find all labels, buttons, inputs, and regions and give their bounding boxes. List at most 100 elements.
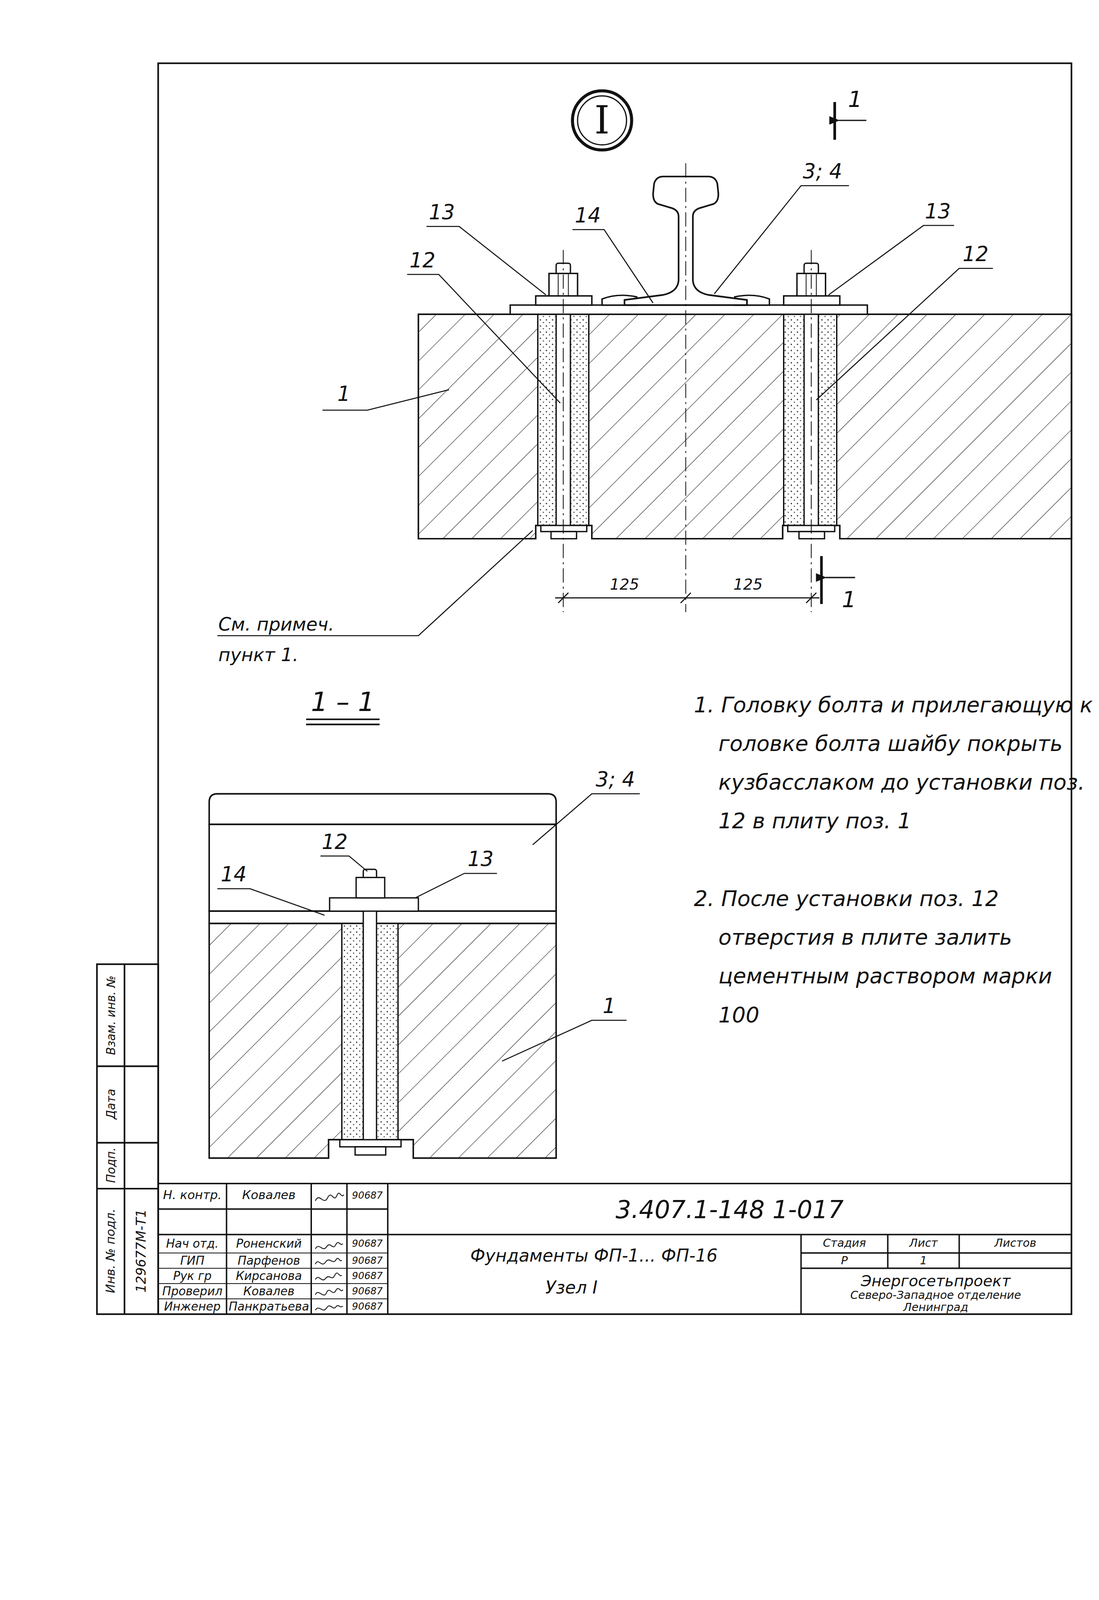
- callout-number: 14: [220, 863, 247, 886]
- title-block-cell: 90687: [351, 1238, 383, 1250]
- anchor-bolt: [799, 531, 825, 539]
- signature: [315, 1242, 343, 1249]
- title-block-grid: [158, 1283, 388, 1285]
- leader-line: [502, 1020, 627, 1062]
- rail-fastening: [510, 305, 868, 315]
- callout-number: 1: [337, 382, 351, 405]
- section-mark: [825, 576, 856, 579]
- title-block-cell: 90687: [351, 1285, 383, 1297]
- rail-fastening: [783, 295, 841, 305]
- anchor-bolt: [329, 869, 419, 1156]
- callout-number: 13: [924, 200, 951, 223]
- callout-number: 3; 4: [595, 768, 636, 791]
- view-number: I: [570, 88, 634, 153]
- callout-number: 1: [602, 994, 616, 1018]
- title-block-cell: Листов: [994, 1237, 1037, 1251]
- leader-line: [572, 229, 654, 303]
- sheet-frame: [97, 1142, 159, 1144]
- dimension-line: [680, 592, 691, 604]
- leader-line: [217, 888, 325, 916]
- title-block-grid: [158, 1183, 1072, 1315]
- centre-line: [685, 163, 687, 613]
- dimension: 125: [733, 576, 763, 593]
- centre-line: [810, 249, 812, 613]
- section-mark-number: 1: [848, 87, 863, 113]
- signature: [315, 1288, 343, 1296]
- crane-rail: [209, 793, 557, 825]
- side-stamp-cell: Подп.: [104, 1147, 118, 1184]
- side-stamp-cell: Дата: [104, 1089, 118, 1120]
- callout-number: 12: [321, 830, 348, 854]
- anchor-bolt: [355, 877, 385, 898]
- leader-line: [828, 225, 954, 295]
- drawing-title: Фундаменты ФП-1... ФП-16: [470, 1246, 718, 1266]
- section-title-underline: [306, 723, 380, 726]
- leader-line: [217, 793, 641, 1062]
- anchor-bolt: [355, 1147, 386, 1156]
- concrete-slab: [209, 923, 557, 1159]
- leader-line: [714, 185, 850, 294]
- signature: [315, 1273, 342, 1281]
- title-block-cell: 1: [920, 1254, 928, 1267]
- rail-fastening: [557, 273, 559, 296]
- title-block-cell: Рук гр: [173, 1269, 212, 1283]
- section-mark-number: 1: [841, 587, 857, 613]
- title-block-grid: [346, 1183, 348, 1315]
- leader-line: [217, 185, 993, 636]
- signature: [315, 1193, 344, 1202]
- organization-name: Энергосетьпроект: [860, 1273, 1011, 1291]
- title-block-grid: [158, 1298, 388, 1300]
- anchor-bolt: [551, 531, 577, 539]
- callout-number: 12: [409, 249, 436, 272]
- section-mark: [838, 119, 867, 121]
- dimension-line: [558, 592, 569, 604]
- title-block-cell: Кирсанова: [235, 1269, 303, 1283]
- leader-line: [320, 856, 368, 872]
- section-title-underline: [306, 719, 380, 725]
- concrete-slab: [418, 314, 1072, 539]
- title-block-grid: [800, 1234, 802, 1315]
- title-block-cell: Лист: [909, 1237, 938, 1251]
- title-block-cell: Проверил: [162, 1285, 223, 1299]
- drawing-code: 3.407.1-148 1-017: [615, 1196, 844, 1224]
- title-block-grid: [800, 1267, 1072, 1269]
- dimension-line: [555, 597, 820, 599]
- anchor-bolt: [329, 898, 419, 912]
- dimension-line: [805, 592, 817, 604]
- rail-fastening: [805, 273, 807, 296]
- leader-line: [426, 226, 547, 295]
- title-block-cell: 90687: [351, 1301, 383, 1313]
- dimension-line: [555, 592, 820, 604]
- title-block-cell: Ковалев: [242, 1189, 296, 1203]
- title-block-cell: Стадия: [823, 1237, 867, 1251]
- rail-fastening: [815, 273, 817, 296]
- section-title: 1 – 1: [311, 687, 375, 717]
- title-block-cell: ГИП: [180, 1254, 205, 1268]
- section-title-underline: [306, 718, 380, 721]
- leader-line: [415, 873, 498, 898]
- concrete-slab: [209, 923, 557, 1159]
- title-block-grid: [958, 1234, 960, 1269]
- leader-line: [532, 793, 640, 846]
- signature: [315, 1193, 344, 1311]
- note: 1. Головку болта и прилегающую к головке…: [694, 685, 1096, 841]
- title-block-grid: [158, 1233, 1072, 1236]
- drawing-title: Узел I: [545, 1278, 598, 1298]
- centre-line: [563, 163, 812, 613]
- callout-number: 14: [574, 204, 601, 227]
- callout-number: 3; 4: [802, 160, 843, 183]
- title-block-grid: [158, 1268, 388, 1269]
- side-stamp-cell: 129677М-Т1: [133, 1209, 149, 1293]
- crane-rail: [209, 793, 557, 924]
- sheet-frame: [123, 964, 126, 1315]
- title-block-cell: Р: [840, 1254, 848, 1267]
- title-block-cell: Нач отд.: [165, 1237, 219, 1251]
- anchor-bolt: [540, 525, 587, 532]
- title-block-cell: 90687: [351, 1190, 383, 1202]
- section-mark: [833, 102, 837, 140]
- view-callout-circle: I: [570, 88, 634, 153]
- title-block-cell: 90687: [351, 1255, 383, 1267]
- note-reference: См. примеч. пункт 1.: [218, 609, 362, 671]
- crane-rail: [209, 824, 557, 912]
